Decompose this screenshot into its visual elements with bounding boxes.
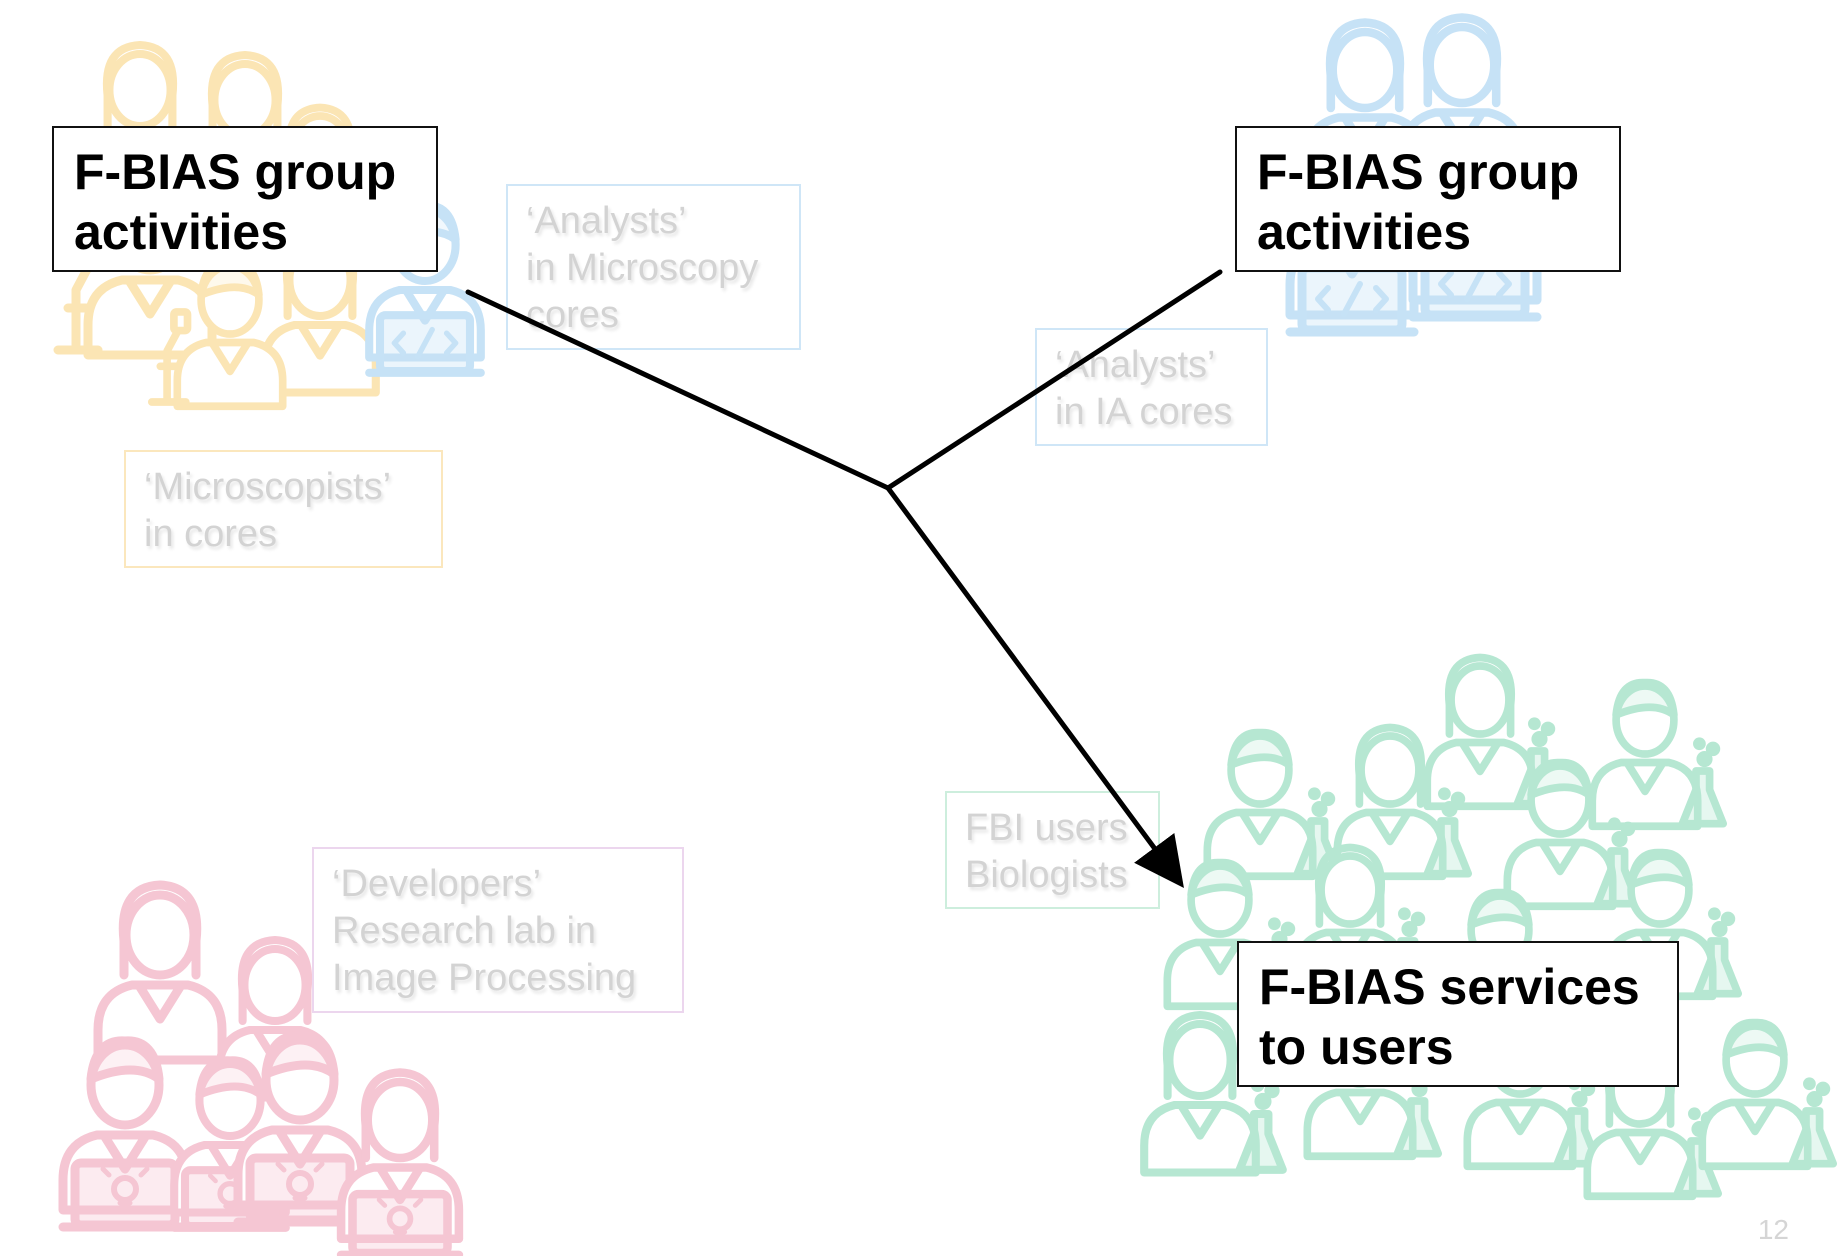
label-analysts-microscopy: ‘Analysts’ in Microscopy cores <box>506 184 801 350</box>
biologist-icon <box>1140 1010 1287 1177</box>
label-analysts-ia: ‘Analysts’ in IA cores <box>1035 328 1268 446</box>
biologist-icon <box>1503 758 1643 911</box>
developer-laptop-icon <box>233 1031 367 1227</box>
biologist-icon <box>1333 723 1473 881</box>
label-developers: ‘Developers’ Research lab in Image Proce… <box>312 847 684 1013</box>
developer-laptop-icon <box>336 1068 464 1256</box>
biologist-icon <box>1698 1018 1838 1171</box>
label-line: ‘Analysts’ <box>526 200 687 242</box>
box-fbias-services-users: F-BIAS services to users <box>1237 941 1679 1087</box>
developer-laptop-icon <box>58 1036 192 1232</box>
box-fbias-activities-left: F-BIAS group activities <box>52 126 438 272</box>
biologist-icon <box>1588 678 1728 831</box>
box-line: F-BIAS group <box>1257 144 1580 200</box>
label-line: Image Processing <box>332 957 637 999</box>
label-microscopists: ‘Microscopists’ in cores <box>124 450 443 568</box>
biologist-icon <box>1423 653 1563 811</box>
box-line: activities <box>74 204 289 260</box>
label-line: ‘Analysts’ <box>1055 344 1216 386</box>
label-line: Research lab in <box>332 910 597 952</box>
label-line: in IA cores <box>1055 391 1233 433</box>
box-line: F-BIAS group <box>74 144 397 200</box>
connector-right-line <box>885 269 1223 491</box>
label-line: ‘Microscopists’ <box>144 466 392 508</box>
connector-down-arrow <box>885 485 1184 889</box>
connector-left-line <box>465 289 891 491</box>
label-line: Biologists <box>965 854 1128 896</box>
label-line: ‘Developers’ <box>332 863 542 905</box>
biologist-icon <box>1203 728 1343 881</box>
label-users: FBI users Biologists <box>945 791 1160 909</box>
label-line: in Microscopy <box>526 247 759 289</box>
box-line: F-BIAS services <box>1259 959 1640 1015</box>
box-line: activities <box>1257 204 1472 260</box>
box-fbias-activities-right: F-BIAS group activities <box>1235 126 1621 272</box>
box-line: to users <box>1259 1019 1454 1075</box>
page-number: 12 <box>1757 1214 1789 1245</box>
label-line: FBI users <box>965 807 1128 849</box>
label-line: in cores <box>144 513 278 555</box>
